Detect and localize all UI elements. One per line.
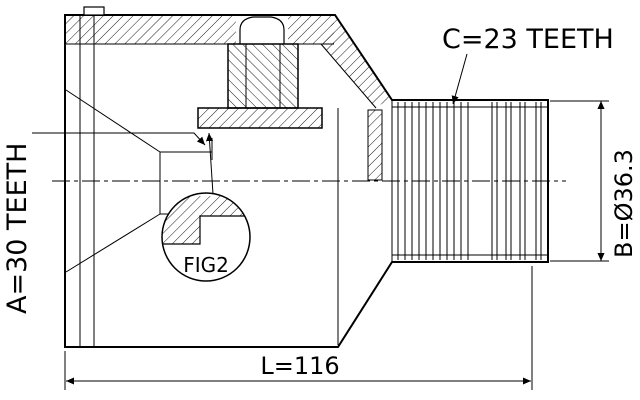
b-diameter-label: B=Ø36.3 xyxy=(610,149,638,258)
nut xyxy=(227,43,299,109)
fig2-detail: FIG2 xyxy=(161,132,251,282)
dimension-b: B=Ø36.3 xyxy=(550,100,638,262)
washer xyxy=(197,107,323,129)
shaft-spline-teeth-lines xyxy=(397,102,469,260)
c-leader-line xyxy=(451,53,468,105)
fig2-label: FIG2 xyxy=(183,253,229,277)
a-teeth-label: A=30 TEETH xyxy=(2,143,33,314)
a-leader-line xyxy=(32,132,206,146)
housing-outline xyxy=(64,6,549,348)
l-length-label: L=116 xyxy=(260,352,339,380)
shaft-chamfer-lines xyxy=(392,106,548,256)
callout-c-teeth: C=23 TEETH xyxy=(442,24,614,105)
section-wall-hatch xyxy=(367,109,383,181)
callout-a-teeth: A=30 TEETH xyxy=(2,132,206,314)
c-teeth-label: C=23 TEETH xyxy=(442,24,614,55)
fig2-leader-line xyxy=(205,132,214,195)
stud xyxy=(239,16,285,44)
dimension-l: L=116 xyxy=(64,266,533,390)
shaft-groove-lines xyxy=(491,102,542,260)
fig2-hatch-region xyxy=(162,196,250,245)
top-flange-tab xyxy=(83,6,105,16)
